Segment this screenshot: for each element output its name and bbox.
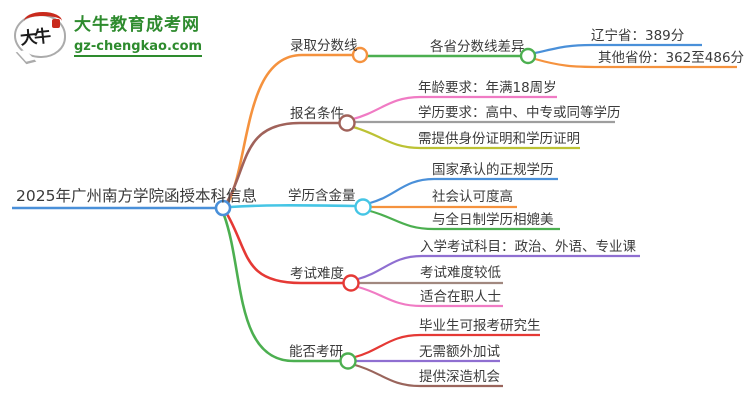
logo-domain-text: gz-chengkao.com (74, 39, 203, 57)
logo-speech-bubble-icon: 大牛 (14, 12, 66, 58)
logo-text-block: 大牛教育成考网 gz-chengkao.com (74, 14, 203, 57)
admission-score-node-circle[interactable] (351, 46, 369, 64)
connector-postgrad (222, 214, 340, 363)
connector-admission-score (226, 53, 353, 204)
leaf-liaoning-score-label[interactable]: 辽宁省：389分 (591, 28, 685, 44)
exam-difficulty-node-circle[interactable] (342, 274, 360, 292)
connector-registration (225, 121, 339, 203)
node-province-diff-label[interactable]: 各省分数线差异 (430, 39, 525, 55)
degree-value-node-circle[interactable] (354, 198, 372, 216)
postgrad-node-circle[interactable] (339, 352, 357, 370)
root-node-label[interactable]: 2025年广州南方学院函授本科信息 (16, 187, 257, 205)
leaf-comparable-fulltime-label[interactable]: 与全日制学历相媲美 (432, 212, 554, 228)
branch-admission-score-label[interactable]: 录取分数线 (290, 38, 358, 54)
connector-comparable-fulltime (369, 209, 560, 231)
leaf-low-difficulty-label[interactable]: 考试难度较低 (420, 265, 501, 281)
connector-degree-value (229, 204, 356, 209)
site-logo: 大牛 大牛教育成考网 gz-chengkao.com (14, 12, 203, 58)
leaf-id-proof-label[interactable]: 需提供身份证明和学历证明 (418, 131, 580, 147)
connector-age-requirement (352, 95, 557, 121)
logo-icon-text: 大牛 (19, 26, 50, 50)
connector-exam-difficulty (225, 213, 343, 285)
leaf-exam-subjects-label[interactable]: 入学考试科目：政治、外语、专业课 (420, 239, 636, 255)
leaf-postgrad-apply-label[interactable]: 毕业生可报考研究生 (419, 318, 541, 334)
leaf-further-study-label[interactable]: 提供深造机会 (419, 369, 500, 385)
leaf-other-provinces-score-label[interactable]: 其他省份：362至486分 (598, 50, 745, 66)
connector-further-study (354, 363, 503, 388)
leaf-age-requirement-label[interactable]: 年龄要求：年满18周岁 (418, 80, 557, 96)
logo-red-arc (24, 12, 62, 30)
registration-node-circle[interactable] (338, 114, 356, 132)
province-diff-node-circle[interactable] (519, 47, 537, 65)
branch-postgrad-label[interactable]: 能否考研 (289, 344, 343, 360)
connector-exam-subjects (357, 254, 640, 281)
leaf-social-recognition-label[interactable]: 社会认可度高 (432, 189, 513, 205)
connector-liaoning-score (534, 43, 702, 55)
connector-state-recognized (369, 177, 558, 205)
leaf-suitable-working-label[interactable]: 适合在职人士 (420, 289, 501, 305)
connector-suitable-working (357, 285, 503, 308)
connector-postgrad-apply (354, 333, 540, 359)
leaf-state-recognized-label[interactable]: 国家承认的正规学历 (432, 162, 554, 178)
logo-site-name: 大牛教育成考网 (74, 14, 200, 35)
root-node-circle[interactable] (214, 199, 232, 217)
leaf-education-requirement-label[interactable]: 学历要求：高中、中专或同等学历 (418, 105, 621, 121)
connector-other-provinces-score (534, 57, 737, 69)
branch-exam-difficulty-label[interactable]: 考试难度 (290, 266, 344, 282)
branch-registration-label[interactable]: 报名条件 (290, 106, 344, 122)
connector-id-proof (352, 125, 580, 150)
logo-red-seal-icon (52, 19, 60, 28)
branch-degree-value-label[interactable]: 学历含金量 (288, 188, 356, 204)
leaf-no-extra-test-label[interactable]: 无需额外加试 (419, 344, 500, 360)
